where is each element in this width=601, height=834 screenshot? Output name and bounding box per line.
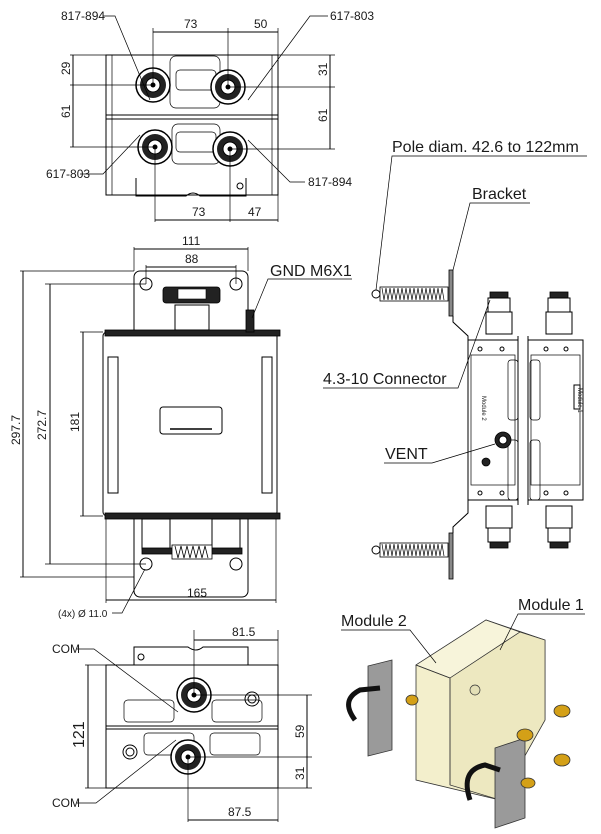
vent-label: VENT bbox=[385, 446, 428, 463]
dim-bottom-47: 47 bbox=[248, 205, 262, 219]
label-617-803-top-right: 617-803 bbox=[330, 9, 374, 23]
dim-height-181: 181 bbox=[68, 412, 82, 432]
pole-clamp-top bbox=[371, 269, 454, 317]
dim-height-297-7: 297.7 bbox=[9, 415, 23, 445]
connector-4-3-10-bottom-left bbox=[485, 505, 513, 549]
front-view bbox=[20, 247, 352, 614]
label-plate bbox=[159, 406, 223, 435]
pole-clamp-bottom bbox=[371, 532, 454, 580]
module-1-side-text: Module 1 bbox=[576, 388, 582, 413]
iso-view bbox=[341, 613, 585, 829]
mount-hole bbox=[229, 557, 243, 571]
top-view-body bbox=[105, 54, 279, 196]
top-view bbox=[70, 15, 335, 222]
iso-bracket-left bbox=[367, 659, 393, 757]
iso-module-2-label: Module 2 bbox=[341, 613, 407, 630]
dim-holes-diameter: (4x) Ø 11.0 bbox=[58, 609, 108, 620]
iso-strap-right bbox=[464, 762, 501, 801]
dim-bottom-73: 73 bbox=[192, 205, 206, 219]
label-817-894-bottom-right: 817-894 bbox=[308, 175, 352, 189]
bottom-view bbox=[77, 630, 312, 822]
dim-87-5: 87.5 bbox=[228, 805, 252, 819]
iso-connectors bbox=[405, 694, 571, 789]
bracket-bottom bbox=[452, 498, 469, 533]
dim-81-5: 81.5 bbox=[232, 625, 256, 639]
dim-right-61: 61 bbox=[316, 108, 330, 122]
dim-width-111: 111 bbox=[182, 234, 201, 248]
pole-diameter-label: Pole diam. 42.6 to 122mm bbox=[392, 139, 579, 156]
dim-width-165: 165 bbox=[187, 586, 207, 600]
gnd-label: GND M6X1 bbox=[270, 263, 352, 280]
connector-4-3-10-label: 4.3-10 Connector bbox=[323, 371, 447, 388]
dim-left-29: 29 bbox=[59, 61, 73, 75]
iso-module-1-label: Module 1 bbox=[518, 597, 584, 614]
label-com-top: COM bbox=[52, 642, 80, 656]
dim-right-31: 31 bbox=[316, 62, 330, 76]
dim-31: 31 bbox=[293, 766, 307, 780]
label-817-894-top-left: 817-894 bbox=[61, 9, 105, 23]
side-view bbox=[323, 155, 587, 580]
iso-strap-left bbox=[346, 685, 381, 722]
bracket-top bbox=[452, 316, 469, 350]
iso-bracket-right bbox=[494, 737, 526, 829]
label-com-bottom: COM bbox=[52, 796, 80, 810]
module-2-side-text: Module 2 bbox=[480, 396, 486, 421]
label-617-803-bottom-left: 617-803 bbox=[46, 167, 90, 181]
connector-4-3-10-top-right bbox=[545, 291, 573, 335]
dim-left-61: 61 bbox=[59, 104, 73, 118]
dim-top-73: 73 bbox=[184, 17, 198, 31]
bracket-label: Bracket bbox=[472, 186, 527, 203]
dim-121: 121 bbox=[71, 721, 88, 748]
dim-top-50: 50 bbox=[254, 17, 268, 31]
connector-4-3-10-top-left bbox=[485, 291, 513, 335]
connector-4-3-10-bottom-right bbox=[545, 505, 573, 549]
dim-height-272-7: 272.7 bbox=[35, 410, 49, 440]
dim-59: 59 bbox=[293, 724, 307, 738]
dim-width-88: 88 bbox=[185, 252, 199, 266]
